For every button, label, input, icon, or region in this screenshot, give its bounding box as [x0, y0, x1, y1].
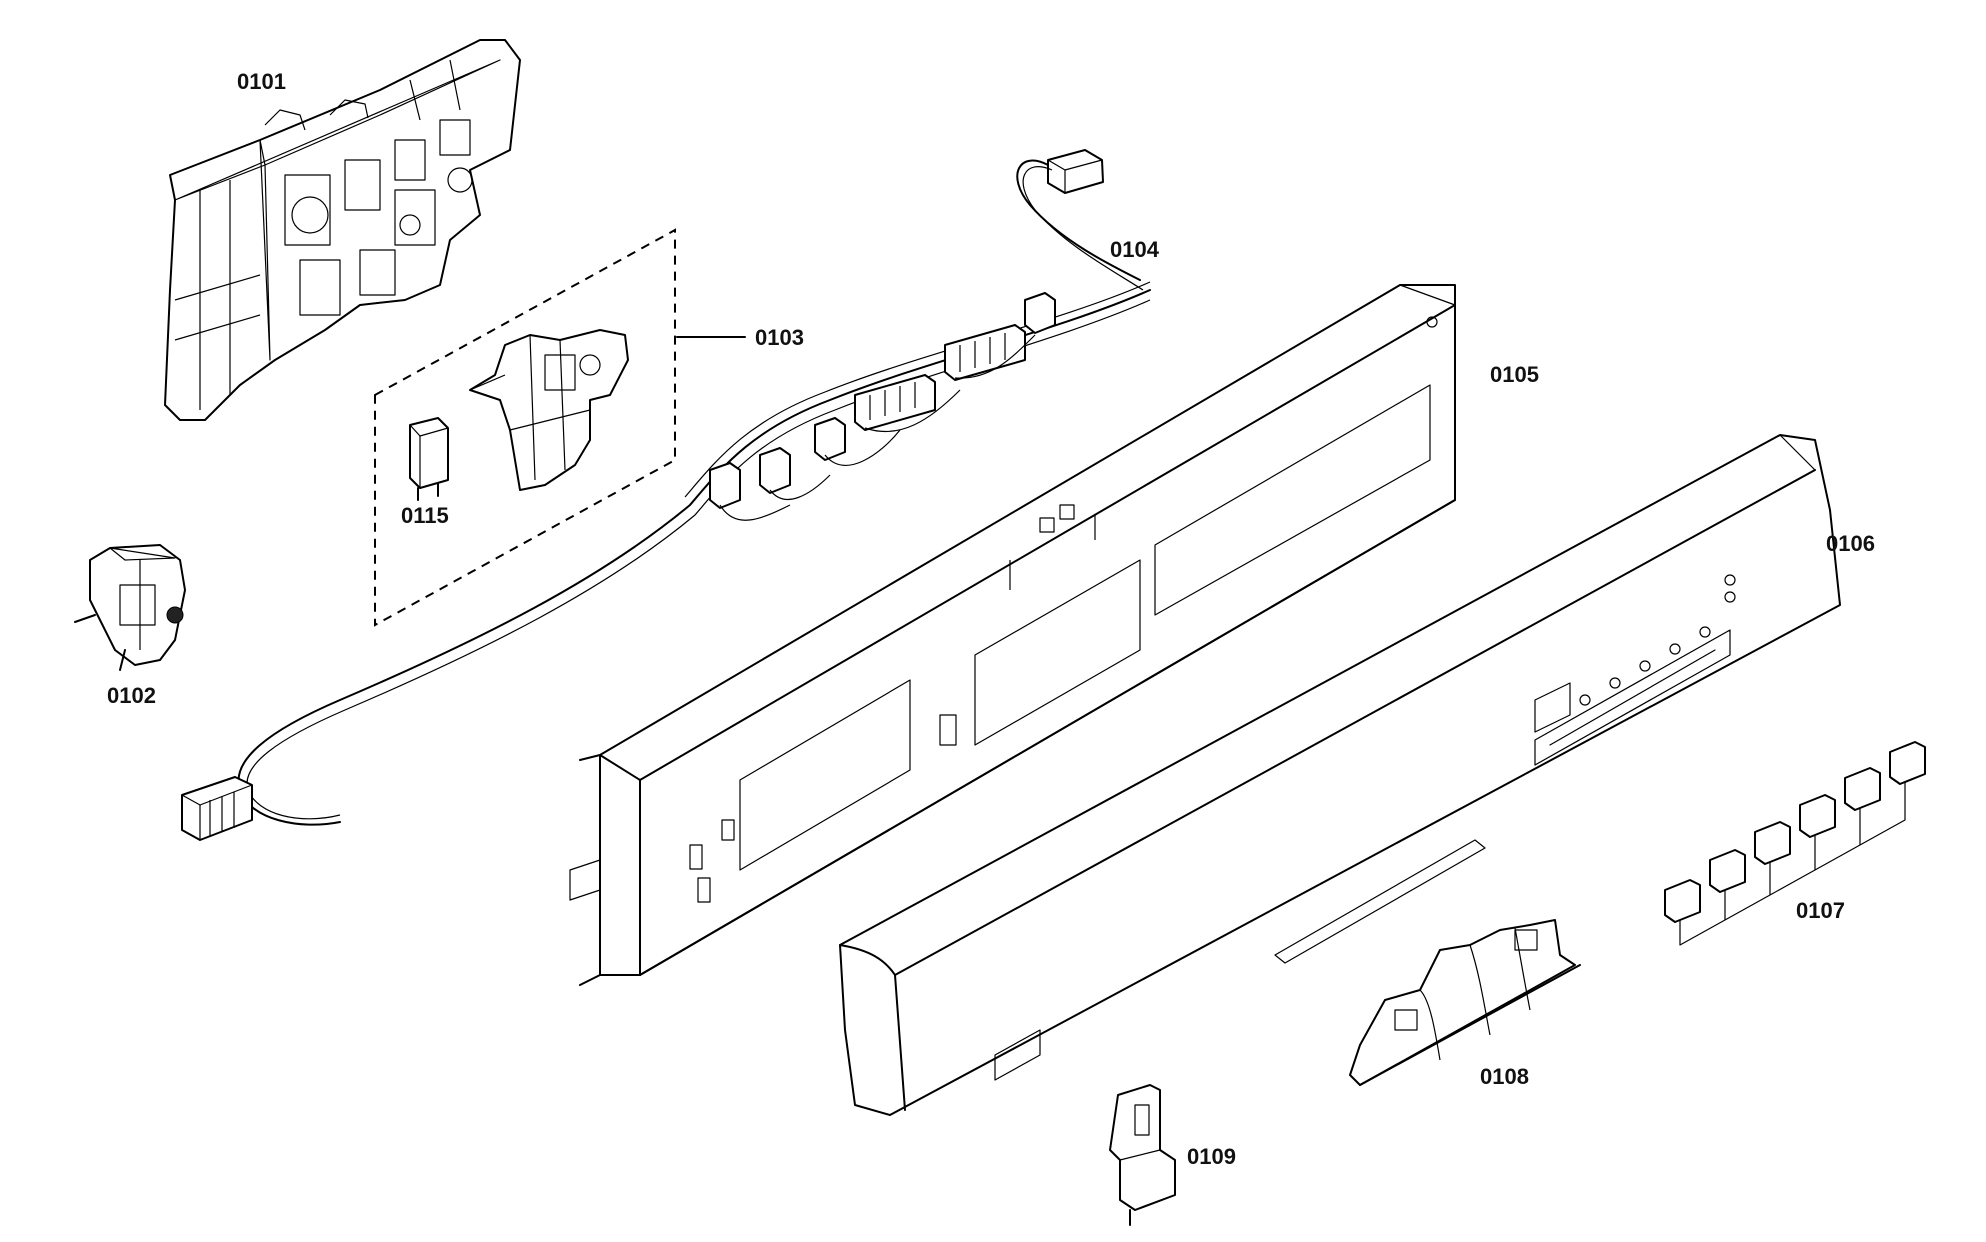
part-0115-relay[interactable] [409, 417, 449, 501]
part-0103-assembly-group[interactable] [374, 228, 746, 627]
label-0108: 0108 [1480, 1064, 1529, 1089]
label-0109: 0109 [1187, 1144, 1236, 1169]
part-0109-latch[interactable] [1109, 1084, 1176, 1226]
label-0107: 0107 [1796, 898, 1845, 923]
label-0115: 0115 [401, 503, 449, 528]
label-0104: 0104 [1110, 237, 1160, 262]
part-0107-push-buttons[interactable] [1664, 741, 1926, 946]
label-0103: 0103 [755, 325, 804, 350]
part-0101-control-module[interactable] [164, 39, 521, 421]
label-0101: 0101 [237, 69, 286, 94]
part-0105-inner-panel[interactable] [569, 284, 1456, 986]
part-0102-switch[interactable] [74, 544, 186, 671]
label-0105: 0105 [1490, 362, 1539, 387]
label-0102: 0102 [107, 683, 156, 708]
label-0106: 0106 [1826, 531, 1875, 556]
part-0103-valve-unit[interactable] [469, 329, 629, 491]
part-0108-handle[interactable] [1349, 919, 1581, 1086]
part-0104-wiring-harness[interactable] [181, 149, 1151, 841]
part-0106-control-panel[interactable] [839, 434, 1841, 1116]
